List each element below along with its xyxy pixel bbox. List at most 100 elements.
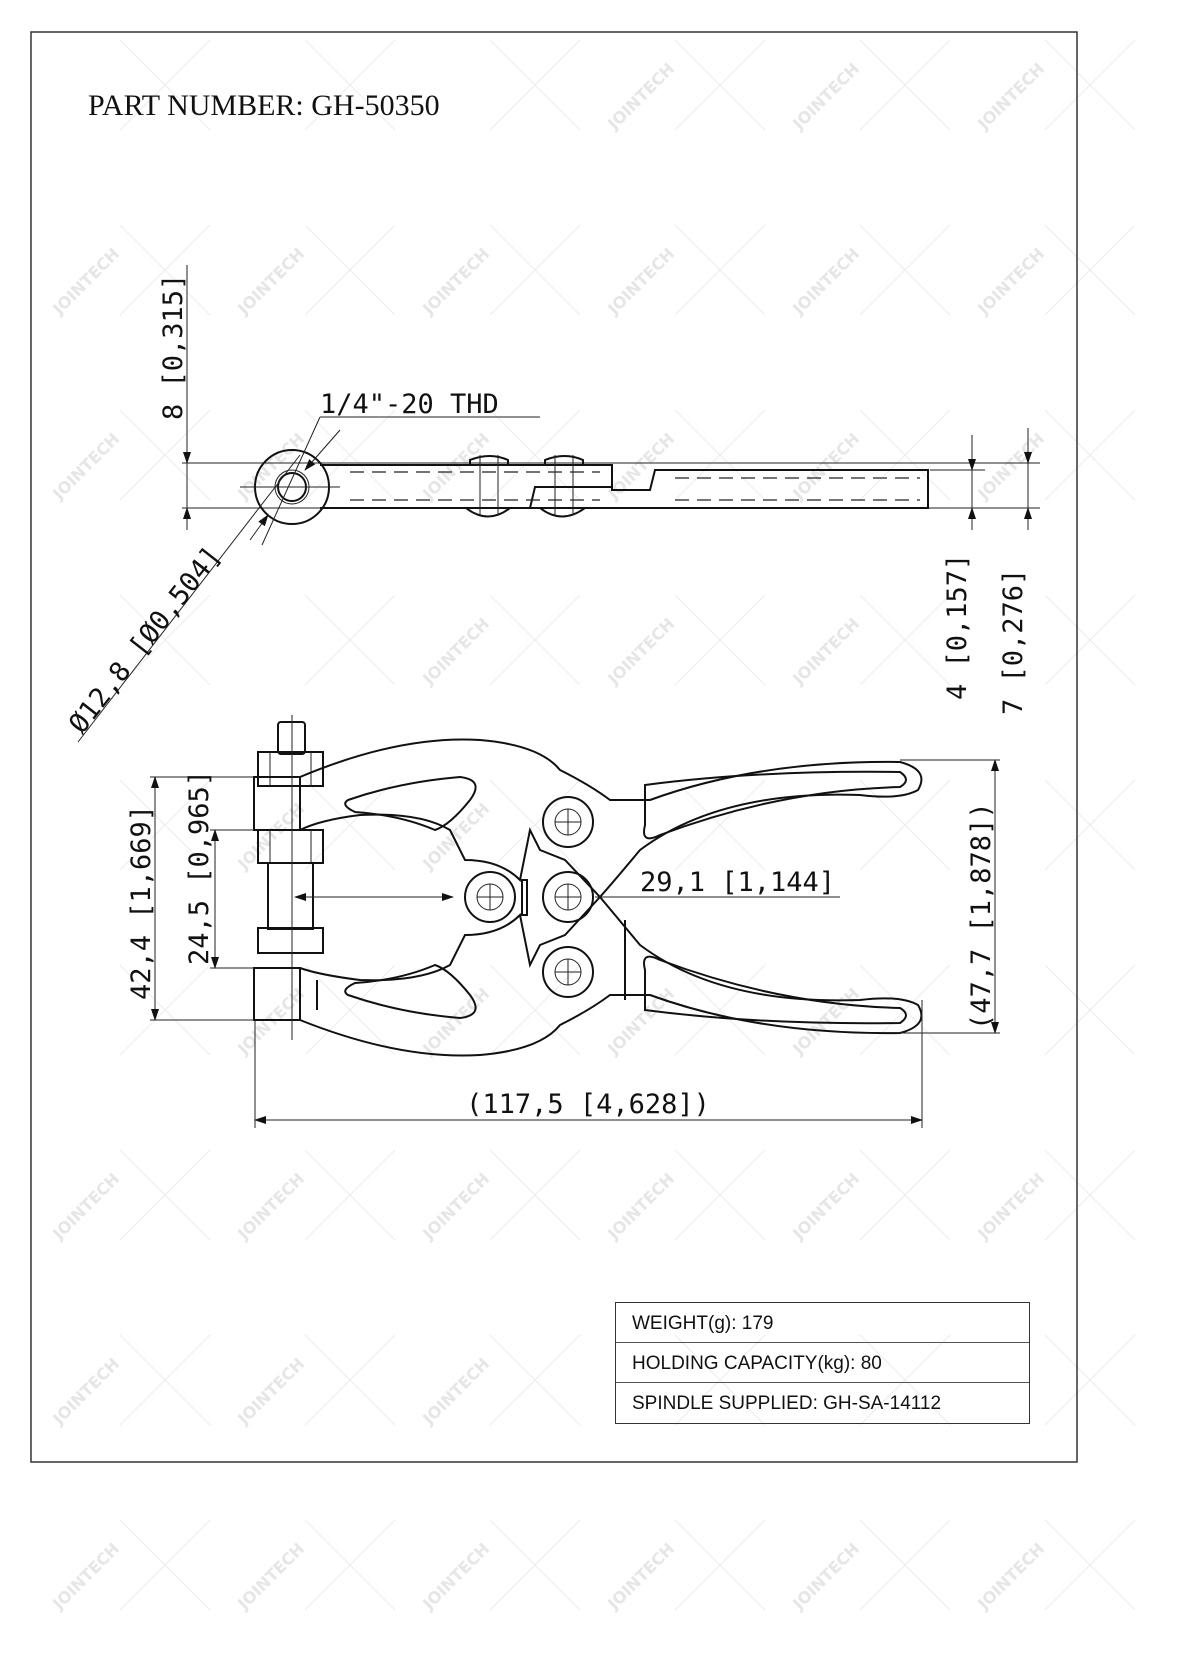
spindle-shaft bbox=[267, 862, 314, 930]
pivot-pins bbox=[464, 796, 594, 998]
watermark-text: JOINTECH bbox=[603, 429, 678, 504]
watermark-cross bbox=[304, 779, 396, 871]
watermark-cross bbox=[489, 779, 581, 871]
watermark-text: JOINTECH bbox=[233, 1169, 308, 1244]
watermark-cross bbox=[489, 1519, 581, 1611]
watermark-text: JOINTECH bbox=[603, 59, 678, 134]
watermark-text: JOINTECH bbox=[788, 59, 863, 134]
thread-leader bbox=[261, 416, 321, 546]
watermark-text: JOINTECH bbox=[973, 1539, 1048, 1614]
watermark-cross bbox=[1044, 39, 1136, 131]
watermark-text: JOINTECH bbox=[48, 1354, 123, 1429]
nut-top bbox=[257, 751, 324, 787]
lower-cutout bbox=[344, 963, 477, 1020]
watermark-cross bbox=[1044, 779, 1136, 871]
lower-jaw-block bbox=[253, 967, 301, 1021]
watermark-cross bbox=[119, 1334, 211, 1426]
watermark-text: JOINTECH bbox=[48, 1539, 123, 1614]
watermark-cross bbox=[119, 39, 211, 131]
watermark-text: JOINTECH bbox=[233, 1539, 308, 1614]
upper-jaw-handle bbox=[299, 738, 923, 899]
watermark-text: JOINTECH bbox=[973, 244, 1048, 319]
watermark-cross bbox=[304, 1519, 396, 1611]
watermark-text: JOINTECH bbox=[418, 429, 493, 504]
watermark-cross bbox=[304, 1149, 396, 1241]
watermark-text: JOINTECH bbox=[603, 244, 678, 319]
upper-handle-slot bbox=[643, 770, 907, 840]
watermark-cross bbox=[489, 594, 581, 686]
part-number-title: PART NUMBER: GH-50350 bbox=[88, 89, 440, 122]
watermark-cross bbox=[674, 594, 766, 686]
dim-eye-diameter-label: Ø12,8 [Ø0,504] bbox=[63, 541, 228, 739]
watermark-text: JOINTECH bbox=[418, 799, 493, 874]
watermark-text: JOINTECH bbox=[973, 59, 1048, 134]
watermark-cross bbox=[859, 594, 951, 686]
top-view: 8 [0,315] 1/4"-20 THD Ø12,8 [Ø0,504] 4 [… bbox=[63, 265, 1040, 743]
watermark-cross bbox=[304, 1334, 396, 1426]
watermark-text: JOINTECH bbox=[788, 1169, 863, 1244]
upper-cutout bbox=[344, 775, 477, 832]
watermark-text: JOINTECH bbox=[418, 244, 493, 319]
watermark-cross bbox=[1044, 1519, 1136, 1611]
watermark-text: JOINTECH bbox=[603, 614, 678, 689]
watermark-cross bbox=[1044, 964, 1136, 1056]
watermark-cross bbox=[859, 1334, 951, 1426]
watermark-text: JOINTECH bbox=[418, 614, 493, 689]
watermark-cross bbox=[119, 594, 211, 686]
watermark-cross bbox=[1044, 1149, 1136, 1241]
watermark-cross bbox=[489, 224, 581, 316]
watermark-cross bbox=[859, 964, 951, 1056]
watermark-cross bbox=[674, 224, 766, 316]
watermark-cross bbox=[674, 1149, 766, 1241]
watermark-text: JOINTECH bbox=[418, 1169, 493, 1244]
watermark-text: JOINTECH bbox=[973, 429, 1048, 504]
spindle-head bbox=[257, 927, 324, 954]
watermark-cross bbox=[489, 1149, 581, 1241]
watermark-text: JOINTECH bbox=[603, 1539, 678, 1614]
dim-total-height-label: 42,4 [1,669] bbox=[126, 805, 157, 1000]
watermark-cross bbox=[859, 224, 951, 316]
thread-note: 1/4"-20 THD bbox=[320, 389, 499, 420]
lower-handle-slot bbox=[643, 955, 907, 1025]
watermark-cross bbox=[674, 1519, 766, 1611]
dim-thickness-b-label: 7 [0,276] bbox=[998, 569, 1029, 715]
spec-spindle: SPINDLE SUPPLIED: GH-SA-14112 bbox=[632, 1393, 942, 1414]
watermark-cross bbox=[1044, 409, 1136, 501]
watermark-text: JOINTECH bbox=[418, 1539, 493, 1614]
watermark-text: JOINTECH bbox=[603, 1169, 678, 1244]
watermark-text: JOINTECH bbox=[788, 614, 863, 689]
lower-jaw-handle bbox=[299, 895, 923, 1057]
watermark-cross bbox=[674, 39, 766, 131]
watermark-text: JOINTECH bbox=[788, 1539, 863, 1614]
watermark-text: JOINTECH bbox=[48, 429, 123, 504]
watermark-text: JOINTECH bbox=[48, 1169, 123, 1244]
watermark-cross bbox=[674, 409, 766, 501]
dim-line-eye-diameter bbox=[77, 454, 301, 743]
dim-handle-span-label: (47,7 [1,878]) bbox=[966, 802, 997, 1030]
dim-thickness-a-label: 4 [0,157] bbox=[942, 554, 973, 700]
watermark-cross bbox=[304, 224, 396, 316]
watermark-text: JOINTECH bbox=[233, 244, 308, 319]
watermark-cross bbox=[119, 964, 211, 1056]
watermark-cross bbox=[489, 1334, 581, 1426]
watermark-cross bbox=[859, 779, 951, 871]
watermark-cross bbox=[859, 1149, 951, 1241]
watermark-cross bbox=[859, 1519, 951, 1611]
drawing-border bbox=[30, 31, 1078, 1463]
watermark-text: JOINTECH bbox=[788, 244, 863, 319]
watermark-cross bbox=[489, 964, 581, 1056]
watermark-cross bbox=[674, 1334, 766, 1426]
spec-holding-capacity: HOLDING CAPACITY(kg): 80 bbox=[616, 1343, 1029, 1383]
watermark-cross bbox=[119, 1149, 211, 1241]
watermark-text: JOINTECH bbox=[418, 984, 493, 1059]
watermark-cross bbox=[304, 409, 396, 501]
watermark-cross bbox=[1044, 594, 1136, 686]
watermark-cross bbox=[674, 964, 766, 1056]
watermark-text: JOINTECH bbox=[48, 244, 123, 319]
dim-throat-label: 29,1 [1,144] bbox=[640, 867, 835, 898]
watermark-cross bbox=[859, 39, 951, 131]
spec-table: WEIGHT(g): 179 HOLDING CAPACITY(kg): 80 … bbox=[615, 1302, 1030, 1424]
dim-height-label: 8 [0,315] bbox=[158, 274, 189, 420]
watermark-text: JOINTECH bbox=[233, 984, 308, 1059]
